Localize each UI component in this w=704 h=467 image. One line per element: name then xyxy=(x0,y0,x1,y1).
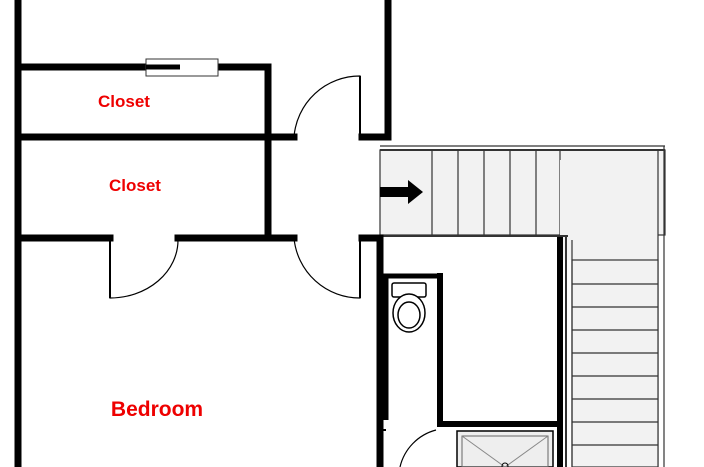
door-swing-icon xyxy=(293,75,361,138)
toilet-icon xyxy=(391,282,427,333)
door-swing-icon xyxy=(399,429,437,467)
door-swing-icon xyxy=(109,239,179,299)
walls xyxy=(14,0,563,467)
label-bedroom: Bedroom xyxy=(111,398,203,421)
stair-direction-arrow-icon xyxy=(380,180,423,204)
stair-landing xyxy=(560,160,658,260)
doors xyxy=(109,75,437,467)
label-closet-upper: Closet xyxy=(98,92,150,111)
closet-rod-icon xyxy=(145,58,219,77)
stair-run-lower xyxy=(571,259,659,467)
shower-icon xyxy=(456,430,554,467)
label-closet-lower: Closet xyxy=(109,176,161,195)
staircase xyxy=(379,145,666,467)
door-swing-icon xyxy=(293,237,361,299)
